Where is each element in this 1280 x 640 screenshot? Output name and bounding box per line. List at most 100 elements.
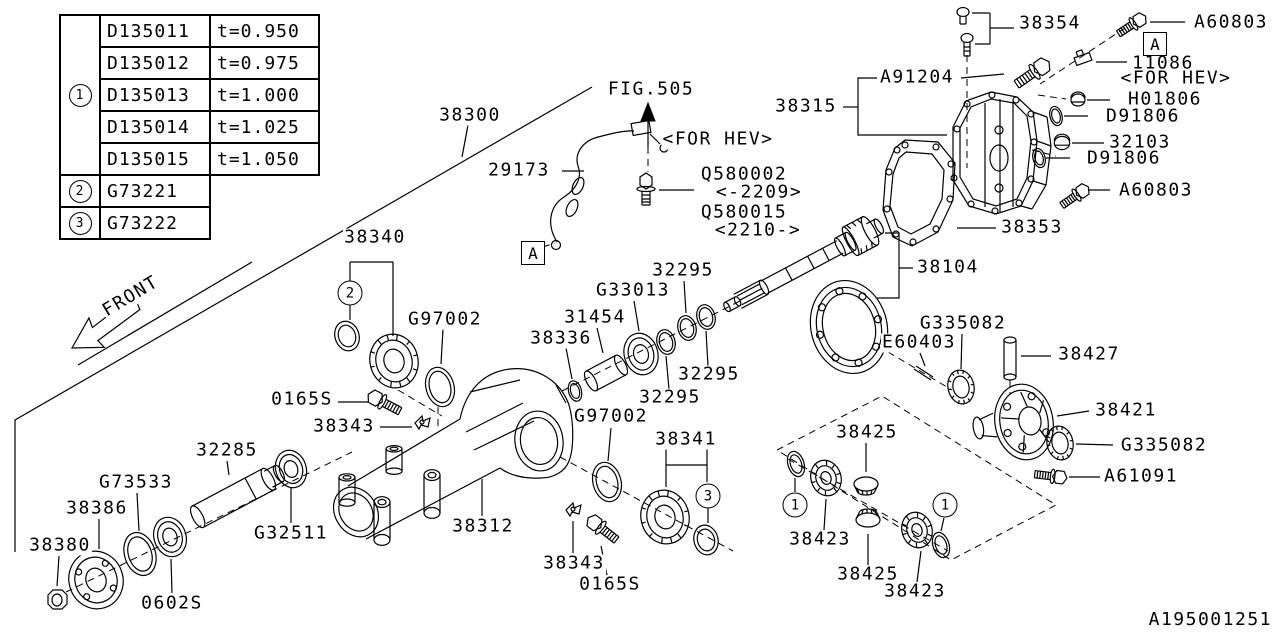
table-row: 3 G73222 bbox=[59, 206, 319, 240]
part-number-cell: G73221 bbox=[99, 174, 211, 208]
marker-cell: 3 bbox=[59, 206, 101, 240]
part-label-38354: 38354 bbox=[1018, 12, 1082, 34]
differential-carrier-38312 bbox=[325, 369, 573, 547]
part-label-0165s: 0165S bbox=[578, 573, 642, 595]
part-label-h01806: H01806 bbox=[1126, 88, 1204, 110]
part-number-cell: D135014 bbox=[99, 110, 211, 144]
part-label-29173: 29173 bbox=[487, 159, 551, 181]
boxed-marker-a: A bbox=[1143, 32, 1167, 56]
part-label-38343: 38343 bbox=[542, 552, 606, 574]
part-label-32295: 32295 bbox=[677, 363, 741, 385]
part-label-31454: 31454 bbox=[563, 306, 627, 328]
part-label-d91806: D91806 bbox=[1085, 147, 1163, 169]
part-label-e60403: E60403 bbox=[880, 331, 958, 353]
bolt-38354-a bbox=[957, 8, 969, 25]
nut-38380 bbox=[48, 590, 67, 609]
thickness-cell: t=1.000 bbox=[209, 78, 320, 112]
part-label-d91806: D91806 bbox=[1104, 105, 1182, 127]
part-label-38425: 38425 bbox=[835, 421, 899, 443]
shaft-38427 bbox=[1004, 337, 1016, 380]
marker-cell: 2 bbox=[59, 174, 101, 208]
part-label-a91204: A91204 bbox=[878, 66, 956, 88]
circled-marker-1: 1 bbox=[782, 492, 808, 518]
part-label-38421: 38421 bbox=[1094, 399, 1158, 421]
drive-pinion-38104 bbox=[717, 211, 898, 383]
part-number-cell: D135011 bbox=[99, 14, 211, 48]
part-number-cell: D135013 bbox=[99, 78, 211, 112]
part-number-cell: D135015 bbox=[99, 142, 211, 176]
boxed-marker-a: A bbox=[521, 241, 545, 265]
part-label-2210: <2210-> bbox=[713, 219, 803, 241]
part-label-32295: 32295 bbox=[638, 386, 702, 408]
construction-lines bbox=[66, 28, 1125, 592]
circled-marker-1: 1 bbox=[68, 84, 92, 107]
circled-marker-2: 2 bbox=[337, 280, 363, 306]
part-number-cell: D135012 bbox=[99, 46, 211, 80]
part-label-a60803: A60803 bbox=[1192, 11, 1270, 33]
part-label-g335082: G335082 bbox=[918, 312, 1008, 334]
part-label-38340: 38340 bbox=[343, 226, 407, 248]
circled-marker-1: 1 bbox=[932, 492, 958, 518]
part-label-g97002: G97002 bbox=[406, 308, 484, 330]
part-label-38300: 38300 bbox=[438, 104, 502, 126]
circled-marker-3: 3 bbox=[695, 483, 721, 509]
differential-gear-set bbox=[783, 337, 1077, 561]
part-label-32103: 32103 bbox=[1108, 131, 1172, 153]
figure-id: A195001251 bbox=[1148, 609, 1272, 630]
part-label-38423: 38423 bbox=[788, 528, 852, 550]
marker-cell: 1 bbox=[59, 14, 101, 176]
part-label-38341: 38341 bbox=[654, 428, 718, 450]
bolt-38354-b bbox=[961, 34, 973, 57]
part-label-a60803: A60803 bbox=[1117, 179, 1195, 201]
part-label-11086: 11086 bbox=[1131, 52, 1195, 74]
part-label-g33013: G33013 bbox=[594, 279, 672, 301]
part-label-g97002: G97002 bbox=[572, 405, 650, 427]
part-label-forhev: <FOR HEV> bbox=[661, 128, 775, 150]
circled-marker-2: 2 bbox=[68, 180, 92, 203]
part-label-38312: 38312 bbox=[451, 515, 515, 537]
part-label-fig505: FIG.505 bbox=[606, 78, 696, 100]
thickness-cell: t=0.950 bbox=[209, 14, 320, 48]
part-label-38336: 38336 bbox=[529, 327, 593, 349]
part-label-38353: 38353 bbox=[1000, 216, 1064, 238]
bolt-q580002 bbox=[637, 173, 655, 205]
part-label-38104: 38104 bbox=[916, 256, 980, 278]
rear-cover-38315 bbox=[951, 92, 1051, 214]
part-label-0602s: 0602S bbox=[140, 592, 204, 614]
part-label-38423: 38423 bbox=[883, 580, 947, 602]
spacer-32285 bbox=[188, 461, 288, 530]
part-label-32285: 32285 bbox=[195, 439, 259, 461]
part-label-0165s: 0165S bbox=[270, 388, 334, 410]
part-label-g73533: G73533 bbox=[97, 471, 175, 493]
clamp-11086 bbox=[1072, 48, 1091, 66]
table-row: 2 G73221 bbox=[59, 174, 319, 208]
thickness-cell: t=1.050 bbox=[209, 142, 320, 176]
part-number-cell: G73222 bbox=[99, 206, 211, 240]
part-label-38425: 38425 bbox=[836, 563, 900, 585]
part-label-38315: 38315 bbox=[774, 95, 838, 117]
ring-gear bbox=[800, 272, 898, 382]
pin-e60403 bbox=[914, 366, 933, 380]
part-label-a61091: A61091 bbox=[1102, 465, 1180, 487]
gasket-38353 bbox=[883, 140, 955, 246]
part-label-32295: 32295 bbox=[651, 259, 715, 281]
cover-fasteners bbox=[637, 8, 1151, 212]
part-label-q580015: Q580015 bbox=[699, 201, 789, 223]
part-label-g335082: G335082 bbox=[1119, 434, 1209, 456]
part-label-q580002: Q580002 bbox=[699, 163, 789, 185]
leader-lines bbox=[57, 13, 1185, 593]
circled-marker-3: 3 bbox=[68, 212, 92, 235]
part-label-38343: 38343 bbox=[312, 415, 376, 437]
part-label-38427: 38427 bbox=[1057, 343, 1121, 365]
view-border-lines bbox=[15, 87, 592, 552]
diff-case-38421 bbox=[967, 380, 1059, 469]
